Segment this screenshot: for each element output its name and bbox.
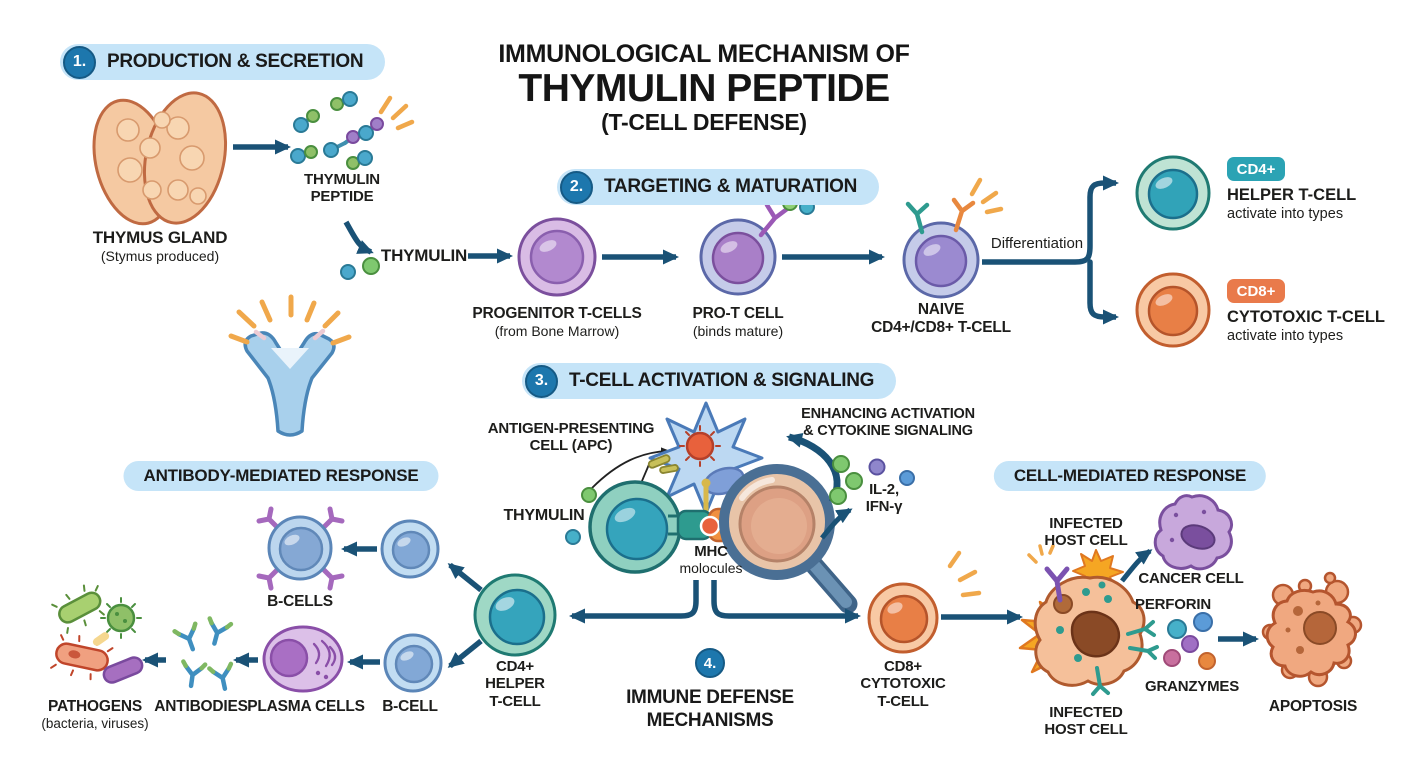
cytokines-label: IL-2, IFN-γ — [865, 481, 903, 516]
infected-host-top-label: INFECTED HOST CELL — [1044, 515, 1128, 550]
arrow-to-cytokines — [820, 507, 853, 540]
arrow-cd4-to-upper-bcell — [447, 562, 483, 593]
pathogens-icon — [50, 584, 144, 684]
cd4-helper-cell-icon — [1135, 155, 1211, 231]
section3-label: T-CELL ACTIVATION & SIGNALING — [569, 370, 875, 391]
cd4-helper-tcell-icon — [473, 573, 557, 657]
cancer-cell-icon — [1153, 494, 1233, 571]
cd4-sub-label: activate into types — [1227, 206, 1344, 222]
sparks-icon — [969, 177, 1004, 215]
plasma-cells-label: PLASMA CELLS — [247, 698, 365, 715]
arrow-cd4-to-lower-bcell — [447, 638, 483, 669]
section3-number: 3. — [525, 364, 558, 398]
thymulin3-label: THYMULIN — [503, 507, 585, 524]
section2-header: 2. TARGETING & MATURATION — [557, 169, 880, 205]
cd4-helper-label: CD4+ HELPER T-CELL — [485, 658, 545, 710]
progenitor-t-cell-icon — [517, 217, 597, 297]
granzymes-label: GRANZYMES — [1144, 678, 1240, 695]
lower-b-cell-icon — [383, 633, 443, 693]
sparks-icon — [947, 550, 982, 598]
antibodies-icon — [175, 618, 236, 691]
cell-response-header: CELL-MEDIATED RESPONSE — [993, 461, 1267, 491]
naive-label: NAIVE CD4+/CD8+ T-CELL — [871, 301, 1011, 336]
title-line2: THYMULIN PEPTIDE — [518, 67, 890, 110]
thymulin-peptide-label: THYMULIN PEPTIDE — [304, 171, 380, 206]
magnifier-icon — [719, 464, 858, 614]
section1-label: PRODUCTION & SECRETION — [107, 51, 364, 72]
cd4-badge: CD4+ — [1227, 157, 1285, 181]
cd8-cytotoxic-label: CD8+ CYTOTOXIC T-CELL — [860, 658, 946, 710]
b-cell-label: B-CELL — [382, 698, 438, 715]
sparks-icon — [1027, 544, 1055, 564]
title-line1: IMMUNOLOGICAL MECHANISM OF — [498, 40, 910, 68]
section1-number: 1. — [63, 45, 96, 79]
antibody-response-header: ANTIBODY-MEDIATED RESPONSE — [123, 461, 439, 491]
mhc-label: MHC molocules — [679, 543, 743, 577]
cd8-sub-label: activate into types — [1227, 328, 1344, 344]
pro-t-label: PRO-T CELL (binds mature) — [692, 305, 784, 339]
naive-t-cell-icon — [902, 177, 1004, 299]
arrow-peptide-to-thymulin — [343, 220, 374, 255]
b-cells-label: B-CELLS — [267, 593, 333, 610]
cd8-cytotoxic-tcell-icon — [867, 550, 982, 654]
thymulin-label: THYMULIN — [380, 246, 468, 265]
thymus-gland-icon — [92, 91, 228, 226]
apoptosis-label: APOPTOSIS — [1268, 698, 1358, 715]
thymulin-peptide-molecules-icon — [290, 91, 415, 170]
thymulin-molecules-icon — [340, 257, 380, 280]
plasma-cell-icon — [262, 625, 344, 693]
section1-header: 1. PRODUCTION & SECRETION — [60, 44, 386, 80]
enhancing-label: ENHANCING ACTIVATION & CYTOKINE SIGNALIN… — [801, 406, 975, 439]
upper-b-cell-icon — [380, 519, 440, 579]
differentiation-label: Differentiation — [990, 235, 1084, 252]
sparks-icon — [378, 95, 415, 131]
sparks-icon — [228, 294, 352, 346]
activated-t-cell-icon — [588, 480, 682, 574]
cd8-name-label: CYTOTOXIC T-CELL — [1227, 308, 1385, 326]
pro-t-cell-icon — [699, 195, 815, 296]
arrow-mhc-to-cd8cyto — [711, 580, 861, 624]
infected-host-bottom-label: INFECTED HOST CELL — [1044, 704, 1128, 739]
b-cells-icon — [256, 506, 345, 591]
pathogens-label: PATHOGENS (bacteria, viruses) — [41, 698, 149, 731]
title-line3: (T-CELL DEFENSE) — [601, 108, 807, 135]
antibodies-label: ANTIBODIES — [154, 698, 248, 715]
antigen-fragment-icon — [647, 454, 679, 474]
section4-label: IMMUNE DEFENSE MECHANISMS — [626, 687, 794, 732]
arrow-thymulin-to-apc — [591, 447, 670, 489]
cd8-badge: CD8+ — [1227, 279, 1285, 303]
arrow-infected-to-cancer — [1120, 548, 1153, 583]
apoptosis-icon — [1261, 571, 1363, 688]
antibody-icon — [228, 294, 352, 437]
arrow-differentiation-up — [982, 175, 1119, 265]
perforin-granzyme-dots-icon — [1163, 612, 1216, 670]
cd8-cytotoxic-cell-icon — [1135, 272, 1211, 348]
cd4-name-label: HELPER T-CELL — [1227, 186, 1357, 204]
apc-label: ANTIGEN-PRESENTING CELL (APC) — [487, 420, 655, 455]
cytokine-dots-icon — [829, 455, 915, 505]
section2-label: TARGETING & MATURATION — [604, 176, 858, 197]
arrow-mhc-to-cd4helper — [569, 580, 699, 624]
diagram-title: IMMUNOLOGICAL MECHANISM OF THYMULIN PEPT… — [498, 40, 909, 136]
section3-header: 3. T-CELL ACTIVATION & SIGNALING — [522, 363, 897, 399]
perforin-label: PERFORIN — [1135, 596, 1211, 613]
progenitor-label: PROGENITOR T-CELLS (from Bone Marrow) — [472, 305, 642, 339]
thymus-gland-label: THYMUS GLAND (Stymus produced) — [92, 228, 228, 264]
section2-number: 2. — [560, 170, 593, 204]
infected-host-cell-icon — [1018, 544, 1159, 696]
cancer-cell-label: CANCER CELL — [1138, 570, 1244, 587]
section4-number: 4. — [695, 648, 725, 678]
thymulin-dots-icon — [565, 487, 597, 545]
arrow-differentiation-down — [1087, 259, 1119, 325]
